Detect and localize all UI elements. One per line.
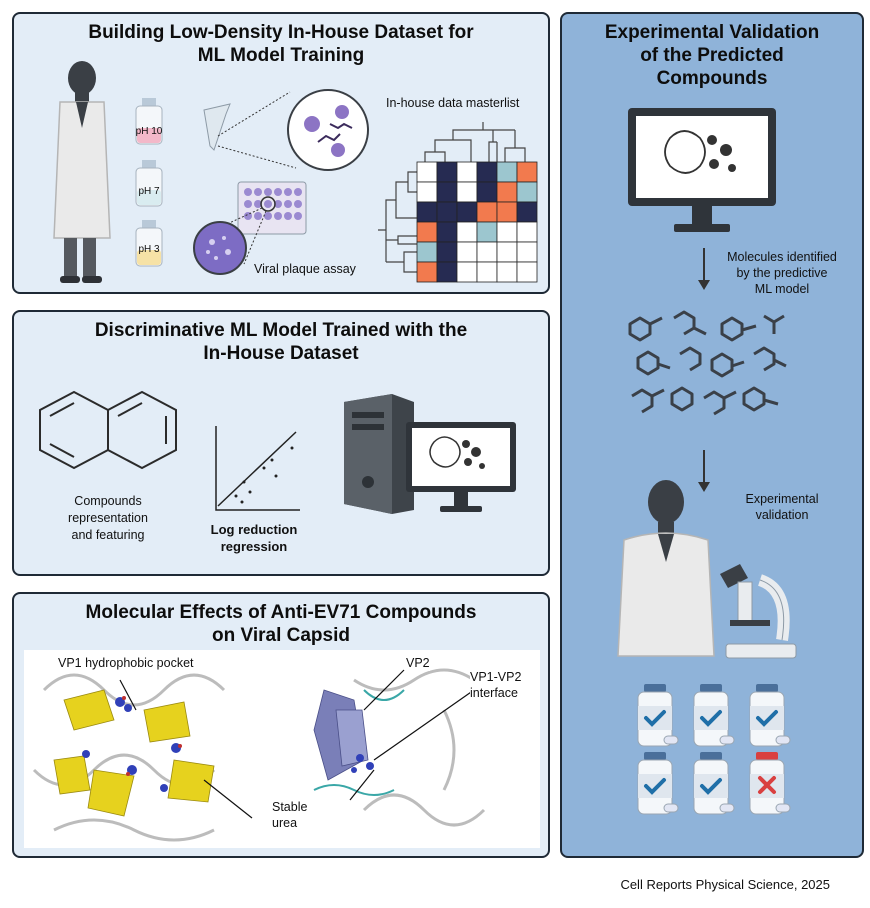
validation-label-line2: validation (755, 508, 809, 522)
plaque-assay-label: Viral plaque assay (254, 262, 356, 276)
compounds-label-line1: Compounds (74, 494, 142, 508)
vial-label-ph3: pH 3 (138, 244, 160, 255)
heatmap-cell (456, 181, 478, 203)
panel4-title-line2: of the Predicted (640, 45, 784, 66)
heatmap-cell (416, 161, 438, 183)
molecules-cluster-icon (628, 310, 787, 416)
validation-bottles (637, 684, 791, 815)
panel3-title-line2: on Viral Capsid (212, 625, 350, 646)
heatmap-cell (516, 261, 538, 283)
bottle-check-icon (637, 684, 679, 747)
bottle-cross-icon (749, 752, 791, 815)
vial-icon (135, 98, 163, 145)
down-arrow-icon (698, 450, 710, 492)
heatmap-cell (456, 221, 478, 243)
heatmap-cell (416, 181, 438, 203)
heatmap-cell (476, 241, 498, 263)
naphthalene-structure-icon (39, 390, 177, 470)
heatmap-cell (496, 201, 518, 223)
urea-label-line1: Stable (272, 800, 308, 815)
bottle-check-icon (637, 752, 679, 815)
heatmap-cell (476, 201, 498, 223)
heatmap-cell (476, 221, 498, 243)
dendrogram-left-icon (378, 171, 418, 273)
heatmap-cell (496, 161, 518, 183)
tube-zoom-icon (203, 89, 369, 171)
interface-label-line2: interface (470, 686, 518, 701)
panel3-title-line1: Molecular Effects of Anti-EV71 Compounds (85, 602, 477, 623)
bottle-check-icon (693, 684, 735, 747)
heatmap-cell (496, 261, 518, 283)
panel2-title-line1: Discriminative ML Model Trained with the (94, 320, 468, 341)
heatmap-cell (416, 241, 438, 263)
experimental-validation-panel: Experimental Validation of the Predicted… (560, 12, 864, 858)
heatmap-cell (416, 261, 438, 283)
microscope-icon (720, 564, 797, 659)
molecules-label-line3: ML model (754, 282, 810, 296)
regression-label-line1: Log reduction (210, 522, 298, 537)
heatmap-cell (476, 161, 498, 183)
regression-label-line2: regression (220, 539, 288, 554)
panel2-title-line2: In-House Dataset (203, 343, 359, 364)
plaque-plate-icon (193, 181, 307, 275)
bottle-check-icon (749, 684, 791, 747)
heatmap-cell (516, 221, 538, 243)
panel4-title-line1: Experimental Validation (604, 22, 820, 43)
vial-label-ph7: pH 7 (138, 186, 160, 197)
citation: Cell Reports Physical Science, 2025 (620, 877, 830, 892)
heatmap-cell (456, 201, 478, 223)
heatmap-cell (436, 161, 458, 183)
panel4-title-line3: Compounds (656, 68, 768, 89)
monitor-icon (406, 422, 516, 512)
scientist-icon (53, 61, 111, 283)
heatmap-cell (496, 221, 518, 243)
heatmap (416, 161, 538, 283)
heatmap-cell (436, 201, 458, 223)
validation-label-line1: Experimental (745, 492, 819, 506)
regression-plot-icon (215, 426, 300, 511)
urea-label-line2: urea (272, 816, 298, 831)
masterlist-label: In-house data masterlist (386, 96, 520, 110)
heatmap-cell (436, 241, 458, 263)
heatmap-cell (436, 181, 458, 203)
bottle-check-icon (693, 752, 735, 815)
molecules-label-line2: by the predictive (736, 266, 828, 280)
panel1-title-line2: ML Model Training (197, 45, 365, 66)
interface-label-line1: VP1-VP2 (470, 670, 522, 685)
heatmap-cell (516, 181, 538, 203)
compounds-label-line3: and featuring (71, 528, 145, 542)
molecules-label-line1: Molecules identified (727, 250, 837, 264)
vp2-label: VP2 (406, 656, 430, 671)
computer-tower-icon (344, 394, 414, 514)
scientist-icon (617, 480, 715, 657)
heatmap-cell (516, 161, 538, 183)
heatmap-cell (436, 261, 458, 283)
molecular-effects-panel: Molecular Effects of Anti-EV71 Compounds… (12, 592, 550, 858)
heatmap-cell (476, 181, 498, 203)
vial-icon (135, 220, 163, 267)
vial-label-ph10: pH 10 (135, 126, 163, 137)
down-arrow-icon (698, 248, 710, 290)
heatmap-cell (496, 181, 518, 203)
heatmap-cell (476, 261, 498, 283)
capsid-structure-image (24, 650, 540, 848)
monitor-icon (628, 108, 776, 232)
heatmap-cell (456, 161, 478, 183)
heatmap-cell (416, 221, 438, 243)
heatmap-cell (436, 221, 458, 243)
dataset-building-panel: Building Low-Density In-House Dataset fo… (12, 12, 550, 294)
heatmap-cell (456, 261, 478, 283)
heatmap-cell (496, 241, 518, 263)
heatmap-cell (456, 241, 478, 263)
ml-model-panel: Discriminative ML Model Trained with the… (12, 310, 550, 576)
pocket-label: VP1 hydrophobic pocket (58, 656, 194, 671)
heatmap-cell (516, 241, 538, 263)
panel1-title-line1: Building Low-Density In-House Dataset fo… (88, 22, 474, 43)
vial-icon (135, 160, 163, 207)
dendrogram-top-icon (424, 122, 526, 162)
heatmap-cell (416, 201, 438, 223)
heatmap-cell (516, 201, 538, 223)
compounds-label-line2: representation (68, 511, 148, 525)
